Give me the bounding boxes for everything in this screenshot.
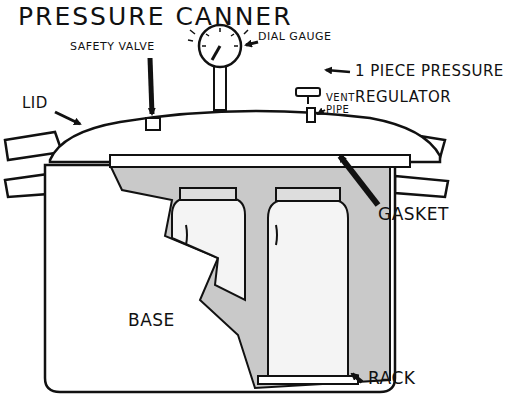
- part-label: RACK: [368, 368, 448, 388]
- base-handle: [5, 174, 48, 197]
- lid-rim: [110, 155, 410, 167]
- leader-arrow: [55, 112, 80, 124]
- pressure-regulator: [296, 88, 320, 96]
- jar: [172, 198, 245, 300]
- base-body: [45, 165, 395, 392]
- diagram-title: PRESSURE CANNER: [18, 2, 348, 32]
- gauge-needle: [212, 46, 220, 60]
- part-label: SAFETY VALVE: [70, 40, 180, 53]
- part-label: GASKET: [378, 204, 468, 224]
- leader-arrow: [352, 374, 362, 382]
- part-label: VENT PIPE: [326, 92, 368, 116]
- part-label: BASE: [128, 310, 208, 330]
- base-handle: [395, 176, 448, 197]
- leader-arrow: [150, 58, 152, 114]
- cutaway: [110, 165, 390, 388]
- part-label: 1 PIECE PRESSURE REGULATOR: [355, 58, 525, 110]
- rack: [258, 376, 358, 384]
- leader-arrow: [318, 110, 325, 114]
- leader-arrow: [326, 70, 350, 72]
- part-label: LID: [22, 94, 72, 112]
- leader-arrow: [246, 42, 258, 45]
- safety-valve: [146, 118, 160, 130]
- jar: [268, 200, 348, 376]
- jar-highlight: [276, 225, 277, 245]
- part-label: DIAL GAUGE: [258, 30, 358, 43]
- jar-lid: [180, 188, 236, 200]
- regulator-stem: [307, 96, 309, 104]
- jar-lid: [276, 188, 340, 201]
- motion-marks: [188, 30, 248, 41]
- leader-arrow: [340, 156, 378, 205]
- gauge-stem: [214, 66, 226, 110]
- vent-pipe: [307, 108, 315, 122]
- jar-highlight: [186, 225, 187, 245]
- dial-gauge: [199, 25, 241, 67]
